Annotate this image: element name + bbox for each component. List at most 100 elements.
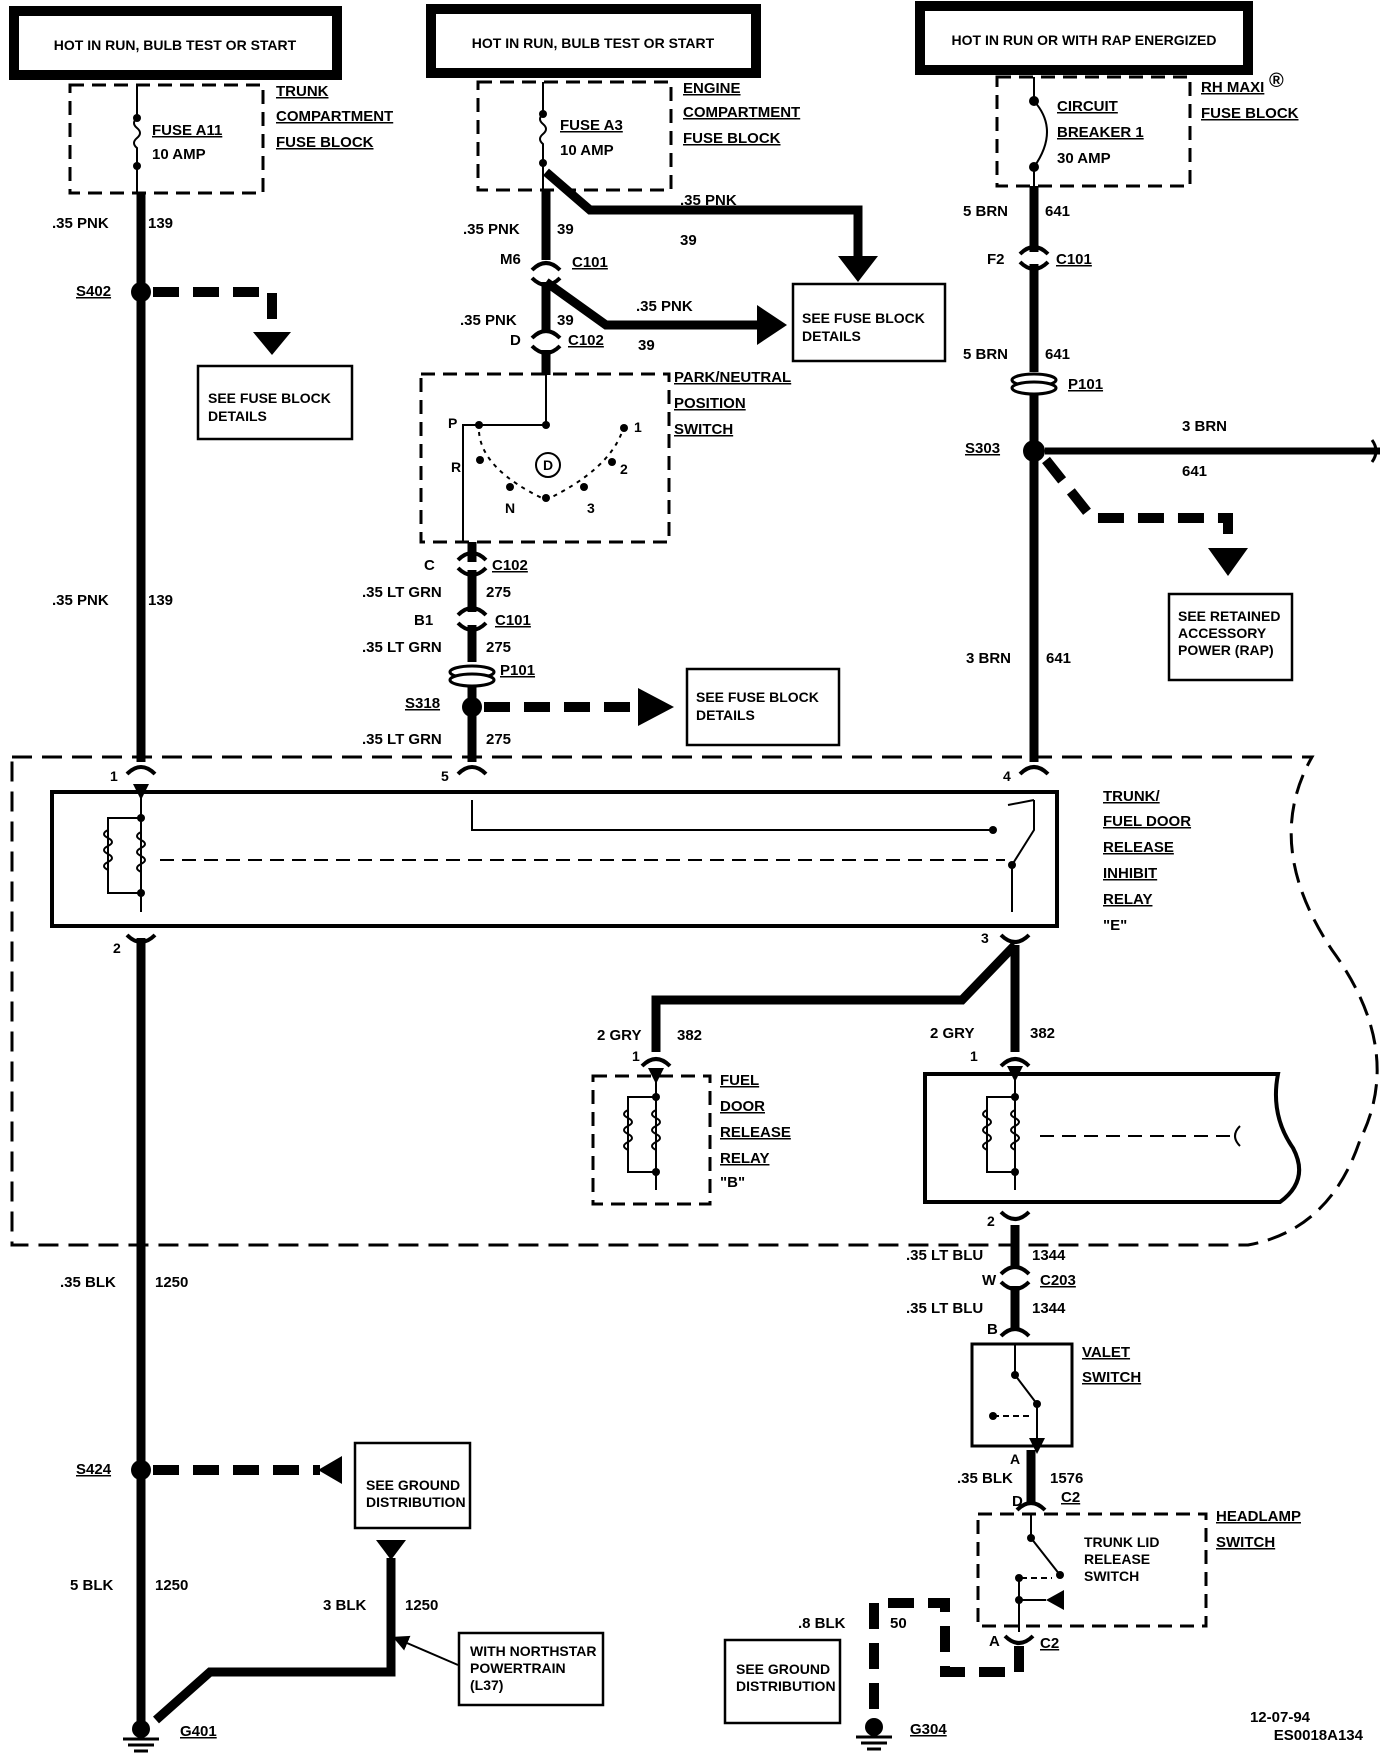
c102-d-pin: D <box>510 332 521 349</box>
ground-dist-1-line1: SEE GROUND <box>366 1477 460 1493</box>
w1576-circuit: 1576 <box>1050 1470 1083 1487</box>
pn-name-2: POSITION <box>674 395 746 412</box>
footer-code: ES0018A134 <box>1274 1727 1364 1744</box>
trunk-lid-line2: RELEASE <box>1084 1551 1150 1567</box>
pn-pos-2: 2 <box>620 461 628 477</box>
ground-3blk-arrow <box>376 1540 406 1560</box>
c101-b1-name: C101 <box>495 612 531 629</box>
footer-date: 12-07-94 <box>1250 1709 1311 1726</box>
engine-fuse-label: FUSE A3 <box>560 117 623 134</box>
pn-pos-p: P <box>448 415 457 431</box>
pn-pos-3: 3 <box>587 500 595 516</box>
connector-c102-d: D C102 <box>510 329 604 355</box>
passthrough-p101-right: P101 <box>1010 372 1103 396</box>
pn-pos-n: N <box>505 500 515 516</box>
ground-dist-2-line2: DISTRIBUTION <box>736 1678 836 1694</box>
w139b-circuit: 139 <box>148 592 173 609</box>
relay-e-pin3: 3 <box>981 930 989 946</box>
park-neutral-switch: P R N D 3 2 1 PARK/NEUTRAL POSITION SWIT… <box>419 369 791 544</box>
rh-maxi-reg: ® <box>1269 70 1284 92</box>
fuel-relay-name-5: "B" <box>720 1174 745 1191</box>
w641-branch-gauge: 3 BRN <box>1182 418 1227 435</box>
w275b-gauge: .35 LT GRN <box>362 639 442 656</box>
ground-g401: G401 <box>123 1720 217 1753</box>
relay-e-name-1: TRUNK/ <box>1103 788 1160 805</box>
c2-a-name: C2 <box>1040 1635 1059 1652</box>
c203-name: C203 <box>1040 1272 1076 1289</box>
w641b-gauge: 5 BRN <box>963 346 1008 363</box>
w39-branch2-gauge: .35 PNK <box>636 298 693 315</box>
connector-c203: W C203 <box>982 1265 1076 1291</box>
w641c-gauge: 3 BRN <box>966 650 1011 667</box>
w1344b-circuit: 1344 <box>1032 1300 1066 1317</box>
fuse-details-3-line1: SEE FUSE BLOCK <box>696 689 819 705</box>
wire-39-branch2 <box>543 278 760 330</box>
trunk-release-relay: 1 2 <box>923 1048 1302 1229</box>
trunk-lid-line3: SWITCH <box>1084 1568 1139 1584</box>
rap-line2: ACCESSORY <box>1178 625 1267 641</box>
splice-s303-label: S303 <box>965 440 1000 457</box>
trunk-relay-pin1: 1 <box>970 1048 978 1064</box>
w275a-gauge: .35 LT GRN <box>362 584 442 601</box>
power-label-right: HOT IN RUN OR WITH RAP ENERGIZED <box>915 1 1253 75</box>
northstar-line1: WITH NORTHSTAR <box>470 1643 597 1659</box>
fuel-relay-name-4: RELAY <box>720 1150 769 1167</box>
relay-e-name-5: RELAY <box>1103 891 1152 908</box>
wire-50 <box>869 1598 1024 1720</box>
headlamp-name-1: HEADLAMP <box>1216 1508 1301 1525</box>
power-label-left: HOT IN RUN, BULB TEST OR START <box>9 6 342 80</box>
northstar-line2: POWERTRAIN <box>470 1660 566 1676</box>
ground-g304-label: G304 <box>910 1721 947 1738</box>
pn-name-3: SWITCH <box>674 421 733 438</box>
wire-1250-northstar <box>153 1558 396 1724</box>
ground-g304: G304 <box>856 1718 947 1751</box>
fuse-details-2-line1: SEE FUSE BLOCK <box>802 310 925 326</box>
pn-pos-r: R <box>451 459 461 475</box>
c101-m6-name: C101 <box>572 254 608 271</box>
relay-e-name-3: RELEASE <box>1103 839 1174 856</box>
ground-dist-1-line2: DISTRIBUTION <box>366 1494 466 1510</box>
wire-39-branch1 <box>543 168 863 258</box>
p101-mid-name: P101 <box>500 662 535 679</box>
module-outline <box>10 755 1379 1247</box>
valet-name-2: SWITCH <box>1082 1369 1141 1386</box>
splice-s424: S424 <box>76 1456 342 1484</box>
c101-b1-pin: B1 <box>414 612 433 629</box>
splice-s424-label: S424 <box>76 1461 112 1478</box>
trunk-fuse-label: FUSE A11 <box>152 122 222 139</box>
w139a-gauge: .35 PNK <box>52 215 109 232</box>
w1344b-gauge: .35 LT BLU <box>906 1300 983 1317</box>
connector-c101-m6: M6 C101 <box>500 251 608 287</box>
headlamp-name-2: SWITCH <box>1216 1534 1275 1551</box>
relay-e-pin1: 1 <box>110 768 118 784</box>
valet-b-pin: B <box>987 1321 998 1338</box>
fuel-relay-name-1: FUEL <box>720 1072 759 1089</box>
w39b-gauge: .35 PNK <box>460 312 517 329</box>
power-label-left-text: HOT IN RUN, BULB TEST OR START <box>54 37 297 53</box>
w382b-gauge: 2 GRY <box>930 1025 974 1042</box>
fuel-relay-name-3: RELEASE <box>720 1124 791 1141</box>
northstar-box: WITH NORTHSTAR POWERTRAIN (L37) <box>457 1631 605 1707</box>
w641b-circuit: 641 <box>1045 346 1070 363</box>
fuse-details-1-line1: SEE FUSE BLOCK <box>208 390 331 406</box>
fuse-details-3-line2: DETAILS <box>696 707 755 723</box>
w1250a-circuit: 1250 <box>155 1274 188 1291</box>
fuse-details-1-line2: DETAILS <box>208 408 267 424</box>
fuse-details-2-line2: DETAILS <box>802 328 861 344</box>
splice-s303: S303 3 BRN 641 <box>965 418 1380 576</box>
w39a-gauge: .35 PNK <box>463 221 520 238</box>
c2-d-pin: D <box>1012 1493 1023 1510</box>
trunk-fuse-block-name-2: COMPARTMENT <box>276 108 393 125</box>
splice-s402-label: S402 <box>76 283 111 300</box>
pn-name-1: PARK/NEUTRAL <box>674 369 791 386</box>
northstar-pointer <box>392 1635 459 1666</box>
w382b-circuit: 382 <box>1030 1025 1055 1042</box>
valet-a-pin: A <box>1010 1451 1020 1467</box>
fuse-details-box-2: SEE FUSE BLOCK DETAILS <box>791 282 947 363</box>
power-label-middle: HOT IN RUN, BULB TEST OR START <box>426 4 761 78</box>
pn-pos-d: D <box>543 457 553 473</box>
power-label-middle-text: HOT IN RUN, BULB TEST OR START <box>472 35 715 51</box>
ground-dist-box-1: SEE GROUND DISTRIBUTION <box>353 1441 472 1530</box>
w275b-circuit: 275 <box>486 639 511 656</box>
